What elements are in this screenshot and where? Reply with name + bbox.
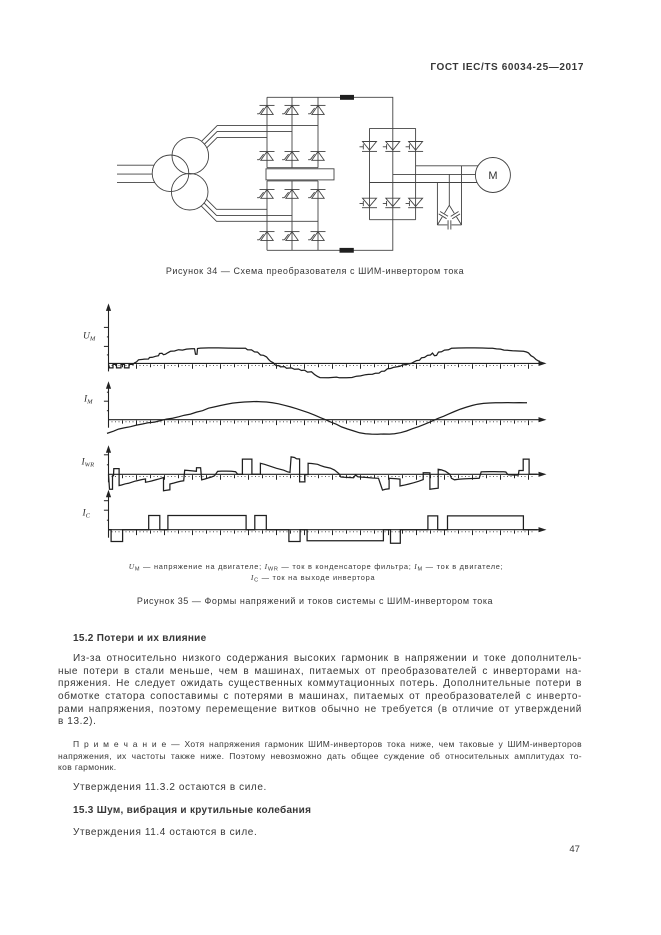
subplot-IWR: IWR bbox=[81, 445, 547, 492]
thyristor-icon bbox=[308, 188, 326, 199]
section-15-2-paragraph-line-4: обмотке статора сопоставимы с потерями в… bbox=[58, 690, 582, 702]
trace-IM bbox=[106, 400, 527, 435]
trace-label-IWR: IWR bbox=[81, 458, 95, 469]
thyristor-icon bbox=[359, 197, 378, 209]
y-axis bbox=[103, 381, 112, 428]
rectifier-bridge-upper bbox=[257, 97, 326, 169]
thyristor-icon bbox=[308, 104, 326, 115]
supply-input-lines bbox=[117, 164, 155, 184]
section-15-2-paragraph-line-5: рами напряжения, поэтому перемещение вит… bbox=[58, 703, 582, 715]
thyristor-icon bbox=[382, 197, 401, 209]
thyristor-icon bbox=[308, 230, 326, 241]
inverter-bridge bbox=[359, 127, 424, 221]
motor-label: M bbox=[488, 170, 497, 182]
trace-IC bbox=[108, 514, 538, 544]
legend-symbol: I bbox=[264, 562, 268, 572]
trace-label-IM: IM bbox=[83, 395, 93, 406]
x-axis bbox=[108, 417, 547, 426]
section-15-2-heading: 15.2 Потери и их влияние bbox=[73, 633, 207, 645]
thyristor-icon bbox=[257, 188, 275, 199]
dc-link-lines bbox=[267, 96, 394, 251]
dc-choke-top-icon bbox=[340, 94, 354, 100]
legend-symbol-subscript: C bbox=[254, 577, 259, 584]
x-axis bbox=[108, 527, 547, 536]
legend-text: — напряжение на двигателе; bbox=[140, 562, 265, 572]
subplot-IM: IM bbox=[83, 381, 547, 435]
transformer-icon bbox=[151, 136, 210, 211]
thyristor-icon bbox=[282, 230, 300, 241]
subplot-UM: UM bbox=[83, 303, 547, 379]
legend-symbol: U bbox=[128, 562, 135, 572]
section-15-2-paragraph: Из-за относительно низкого содержания вы… bbox=[58, 653, 582, 729]
trace-label-IC: IC bbox=[82, 509, 91, 520]
thyristor-icon bbox=[405, 197, 424, 209]
trace-label-UM: UM bbox=[83, 332, 96, 343]
legend-text: — ток на выходе инвертора bbox=[258, 573, 376, 583]
dc-choke-bottom-icon bbox=[339, 247, 354, 253]
section-15-2-note-line-2: напряжения, их частоты также ниже. Поэто… bbox=[58, 750, 582, 761]
thyristor-icon bbox=[382, 141, 401, 152]
thyristor-icon bbox=[282, 104, 300, 115]
rectifier-bridge-lower bbox=[257, 180, 326, 251]
legend-symbol-subscript: WR bbox=[267, 566, 279, 573]
section-15-2-note: П р и м е ч а н и е — Хотя напряжения га… bbox=[58, 739, 582, 774]
section-15-2-note-line-3: ков гармоник. bbox=[58, 762, 117, 773]
filter-capacitor-bank-icon bbox=[436, 165, 462, 230]
section-15-2-paragraph-line-3: пряжения. Не следует ожидать существенны… bbox=[58, 678, 582, 690]
subplot-IC: IC bbox=[82, 489, 547, 544]
thyristor-icon bbox=[257, 230, 275, 241]
circuit-root: M bbox=[117, 94, 511, 253]
legend-symbol-subscript: M bbox=[417, 566, 423, 573]
y-axis bbox=[103, 303, 112, 372]
trace-IWR bbox=[107, 456, 538, 492]
page-number: 47 bbox=[569, 843, 580, 855]
thyristor-icon bbox=[257, 150, 275, 161]
figure-34-caption: Рисунок 34 — Схема преобразователя с ШИМ… bbox=[165, 265, 465, 276]
thyristor-icon bbox=[282, 188, 300, 199]
legend-symbol: I bbox=[250, 573, 255, 583]
thyristor-icon bbox=[257, 104, 275, 115]
section-15-2-paragraph-line-1: Из-за относительно низкого содержания вы… bbox=[73, 652, 582, 664]
section-15-2-statement: Утверждения 11.3.2 остаются в силе. bbox=[73, 782, 267, 794]
y-axis bbox=[103, 489, 112, 538]
section-15-2-paragraph-line-6: в 13.2). bbox=[58, 716, 97, 728]
y-axis bbox=[103, 445, 112, 483]
motor-icon: M bbox=[474, 157, 511, 193]
thyristor-icon bbox=[282, 150, 300, 161]
thyristor-icon bbox=[359, 141, 378, 152]
legend-text: — ток в двигателе; bbox=[422, 562, 504, 572]
transformer-secondary-lines bbox=[200, 125, 318, 222]
section-15-2-note-line-1: П р и м е ч а н и е — Хотя напряжения га… bbox=[73, 739, 582, 750]
section-15-2-paragraph-line-2: ные потери в стали меньше, чем в машинах… bbox=[58, 665, 582, 677]
legend-symbol: I bbox=[414, 562, 418, 572]
page-header: ГОСТ IEC/TS 60034-25—2017 bbox=[430, 61, 584, 73]
thyristor-icon bbox=[308, 150, 326, 161]
thyristor-icon bbox=[405, 141, 424, 152]
trace-UM bbox=[107, 347, 541, 379]
legend-text: — ток в конденсаторе фильтра; bbox=[278, 562, 415, 572]
legend-symbol-subscript: M bbox=[134, 566, 141, 573]
figure-35-legend-line-2: IC — ток на выходе инвертора bbox=[251, 574, 375, 585]
x-axis bbox=[108, 360, 547, 369]
figure-35-caption: Рисунок 35 — Формы напряжений и токов си… bbox=[136, 595, 494, 606]
section-15-3-statement: Утверждения 11.4 остаются в силе. bbox=[73, 826, 258, 838]
dc-reactor-icon bbox=[265, 168, 335, 181]
figure-35-legend-line-1: UM — напряжение на двигателе; IWR — ток … bbox=[129, 563, 504, 574]
section-15-3-heading: 15.3 Шум, вибрация и крутильные колебани… bbox=[73, 805, 312, 817]
